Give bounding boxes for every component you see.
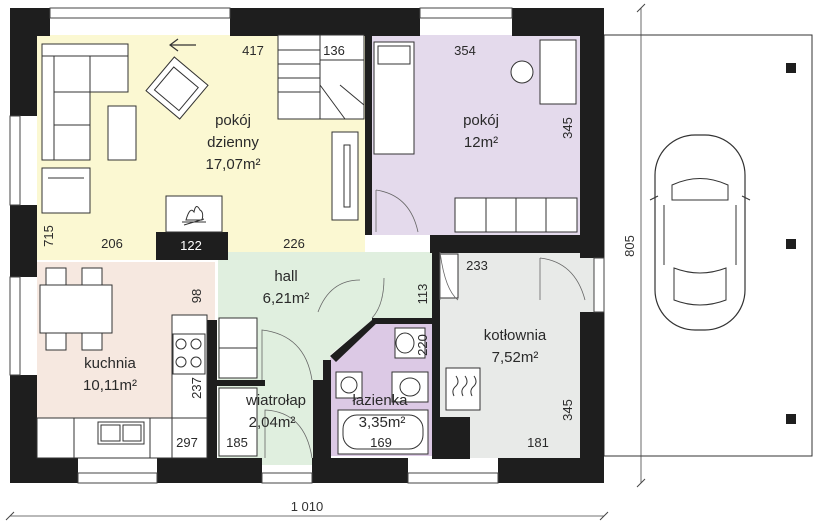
chair — [510, 60, 534, 84]
arrow-left-icon — [169, 38, 196, 52]
coffee-table — [107, 105, 137, 161]
windbreak-door — [261, 329, 313, 381]
hall-area — [218, 252, 440, 465]
boiler-room-area-label: 7,52m² — [492, 349, 539, 366]
total-width-label: 1 010 — [291, 499, 324, 514]
bathroom-fixtures — [335, 327, 429, 455]
hall-furniture — [218, 257, 586, 459]
parking-area — [603, 34, 813, 457]
staircase — [277, 34, 365, 120]
bathroom-area-label: 3,35m² — [359, 414, 406, 431]
boiler-door — [539, 257, 586, 301]
windbreak-name: wiatrołap — [245, 392, 306, 409]
hall-name: hall — [274, 268, 297, 285]
armchair-rotated — [145, 56, 209, 120]
dim-417: 417 — [242, 43, 264, 58]
bathroom-name: łazienka — [352, 392, 408, 409]
hall-door — [317, 277, 385, 319]
living-room-name-1: pokój — [215, 112, 251, 129]
dim-136: 136 — [323, 43, 345, 58]
windows — [9, 7, 605, 484]
dining-table — [39, 284, 113, 334]
boiler-room-fixtures — [439, 251, 481, 411]
window-bottom-right — [407, 472, 499, 484]
dim-354: 354 — [454, 43, 476, 58]
dim-122: 122 — [180, 238, 202, 253]
walls — [10, 8, 604, 483]
window-bottom-mid — [261, 472, 313, 484]
dim-237: 237 — [189, 377, 204, 399]
window-left-top — [9, 115, 21, 206]
toilet — [394, 327, 426, 359]
windbreak-area-label: 2,04m² — [249, 414, 296, 431]
dim-220: 220 — [415, 334, 430, 356]
living-room-area-label: 17,07m² — [205, 156, 260, 173]
dim-206: 206 — [101, 236, 123, 251]
exterior-dimensions: 1 010 805 — [5, 3, 646, 521]
dim-345-boiler: 345 — [560, 399, 575, 421]
car-icon — [649, 134, 751, 331]
dim-113: 113 — [415, 284, 430, 305]
dim-98: 98 — [189, 289, 204, 303]
window-top-left — [49, 7, 231, 19]
living-room-name-2: dzienny — [207, 134, 259, 151]
window-bottom-left — [77, 472, 158, 484]
kitchen-area-label: 10,11m² — [83, 377, 137, 394]
armchair-left — [41, 167, 91, 214]
post-2 — [786, 239, 796, 249]
post-1 — [786, 63, 796, 73]
bathtub — [337, 409, 429, 455]
dim-169: 169 — [370, 435, 392, 450]
dim-226: 226 — [283, 236, 305, 251]
post-3 — [786, 414, 796, 424]
kitchen-furniture — [36, 267, 208, 459]
window-top-right — [419, 7, 513, 19]
sink — [97, 421, 145, 445]
window-left-mid — [9, 276, 21, 376]
window-right — [593, 257, 605, 313]
fireplace-icon — [182, 206, 206, 226]
dim-345-bedroom: 345 — [560, 117, 575, 139]
dim-715: 715 — [41, 225, 56, 247]
bathroom-door — [439, 251, 459, 301]
dimension-labels: 417 136 354 345 715 206 122 226 98 113 2… — [41, 43, 575, 450]
hall-area-label: 6,21m² — [263, 290, 310, 307]
bedroom-area-label: 12m² — [464, 134, 498, 151]
bedroom-name: pokój — [463, 112, 499, 129]
living-furniture — [41, 34, 365, 233]
boiler-room-name: kotłownia — [484, 327, 547, 344]
bedroom-door — [375, 189, 419, 233]
washing-machine — [391, 371, 429, 403]
dim-297: 297 — [176, 435, 198, 450]
fireplace — [165, 195, 223, 233]
kitchen-name: kuchnia — [84, 355, 136, 372]
windbreak-wardrobe — [218, 387, 258, 457]
desk — [539, 39, 577, 105]
washbasin — [335, 371, 363, 399]
dim-233: 233 — [466, 258, 488, 273]
bedroom-furniture — [373, 39, 578, 233]
dim-185: 185 — [226, 435, 248, 450]
room-labels: pokój dzienny 17,07m² pokój 12m² hall 6,… — [83, 112, 547, 431]
boiler-cabinet — [439, 253, 459, 299]
entry-door — [264, 409, 313, 459]
boiler-icon — [452, 375, 477, 397]
dim-181: 181 — [527, 435, 549, 450]
total-depth-label: 805 — [622, 235, 637, 257]
